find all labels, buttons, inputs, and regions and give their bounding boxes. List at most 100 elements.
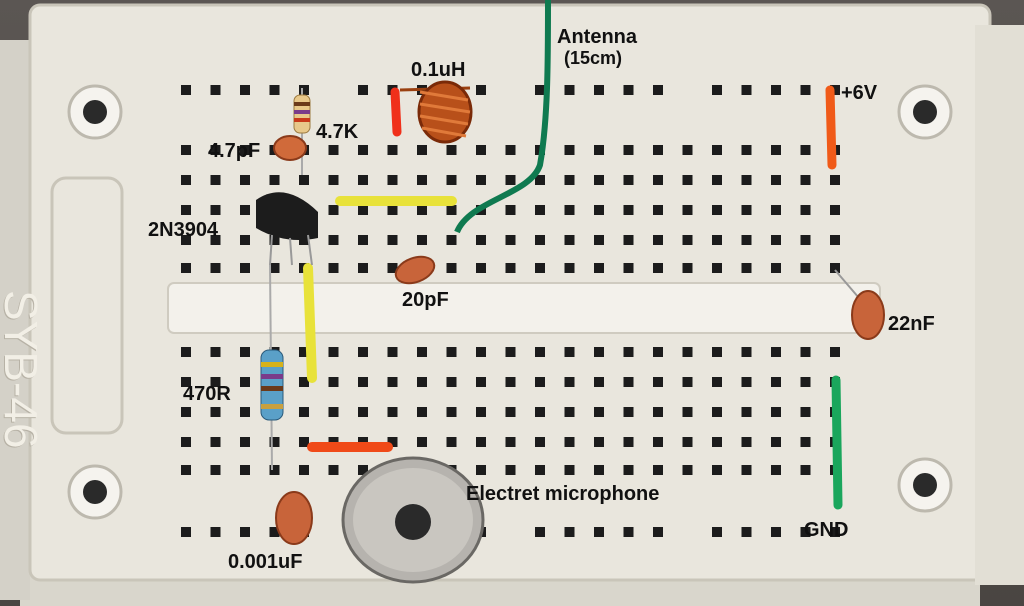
breadboard-hole: [712, 437, 722, 447]
breadboard-hole: [446, 205, 457, 215]
breadboard-hole: [476, 465, 486, 475]
breadboard-hole: [476, 347, 486, 357]
breadboard-hole: [830, 205, 840, 215]
breadboard-hole: [623, 235, 634, 245]
breadboard-hole: [623, 465, 634, 475]
breadboard-hole: [387, 235, 398, 245]
breadboard-hole: [771, 407, 781, 417]
breadboard-hole: [594, 465, 604, 475]
breadboard-hole: [210, 145, 221, 155]
breadboard-hole: [358, 235, 368, 245]
breadboard-hole: [210, 347, 221, 357]
breadboard-hole: [505, 437, 516, 447]
label-supply: +6V: [841, 82, 878, 104]
breadboard-hole: [358, 465, 368, 475]
breadboard-hole: [682, 145, 693, 155]
breadboard-hole: [181, 85, 191, 95]
breadboard-hole: [564, 377, 575, 387]
breadboard-hole: [800, 347, 811, 357]
breadboard-hole: [594, 263, 604, 273]
model-panel: [50, 176, 124, 435]
breadboard-hole: [771, 145, 781, 155]
breadboard-hole: [623, 205, 634, 215]
breadboard-hole: [800, 377, 811, 387]
breadboard-hole: [771, 205, 781, 215]
breadboard-hole: [653, 437, 663, 447]
breadboard-hole: [800, 527, 811, 537]
electret-microphone: [341, 456, 485, 584]
breadboard-hole: [269, 235, 280, 245]
center-channel: [167, 282, 881, 334]
cap-4-7pf-body: [273, 135, 307, 161]
breadboard-hole: [771, 235, 781, 245]
breadboard-hole: [771, 377, 781, 387]
breadboard-hole: [328, 175, 339, 185]
breadboard-hole: [299, 235, 309, 245]
breadboard-hole: [682, 465, 693, 475]
breadboard-hole: [505, 145, 516, 155]
board-left-edge: [0, 40, 30, 600]
label-antenna-length: (15cm): [564, 48, 623, 68]
breadboard-hole: [594, 527, 604, 537]
breadboard-hole: [594, 235, 604, 245]
breadboard-hole: [358, 347, 368, 357]
breadboard-hole: [771, 175, 781, 185]
breadboard-hole: [240, 235, 250, 245]
breadboard-hole: [240, 263, 250, 273]
breadboard-hole: [446, 145, 457, 155]
breadboard-hole: [741, 437, 752, 447]
breadboard-hole: [181, 175, 191, 185]
breadboard-hole: [505, 465, 516, 475]
breadboard-hole: [535, 437, 545, 447]
breadboard-hole: [328, 205, 339, 215]
breadboard-hole: [535, 235, 545, 245]
breadboard-hole: [771, 263, 781, 273]
breadboard-hole: [476, 85, 486, 95]
breadboard-hole: [358, 85, 368, 95]
breadboard-hole: [653, 85, 663, 95]
breadboard-hole: [476, 235, 486, 245]
resistor-470r: [260, 264, 284, 471]
breadboard-hole: [505, 347, 516, 357]
breadboard-hole: [712, 377, 722, 387]
breadboard-hole: [210, 437, 221, 447]
breadboard-hole: [535, 263, 545, 273]
breadboard-hole: [210, 85, 221, 95]
cap-22nf: [834, 269, 885, 340]
breadboard-hole: [210, 205, 221, 215]
breadboard-hole: [328, 235, 339, 245]
breadboard-hole: [476, 407, 486, 417]
cap-20pf-body: [394, 255, 436, 285]
breadboard-hole: [623, 407, 634, 417]
breadboard-hole: [594, 437, 604, 447]
breadboard-hole: [505, 407, 516, 417]
breadboard-hole: [387, 377, 398, 387]
breadboard-hole: [653, 527, 663, 537]
label-antenna: Antenna: [557, 26, 637, 48]
breadboard-hole: [830, 175, 840, 185]
resistor-4-7k: [293, 88, 311, 175]
breadboard-hole: [446, 235, 457, 245]
breadboard-hole: [535, 465, 545, 475]
inductor-coil: [399, 80, 473, 144]
yellow-jumper-vertical: [303, 263, 317, 383]
breadboard-hole: [328, 145, 339, 155]
breadboard-hole: [505, 205, 516, 215]
breadboard-hole: [623, 377, 634, 387]
breadboard-hole: [653, 377, 663, 387]
breadboard-hole: [535, 205, 545, 215]
breadboard-hole: [476, 377, 486, 387]
breadboard-hole: [712, 347, 722, 357]
green-jumper-ground: [831, 375, 843, 510]
breadboard-hole: [417, 145, 427, 155]
breadboard-hole: [181, 407, 191, 417]
breadboard-hole: [741, 85, 752, 95]
breadboard-hole: [564, 145, 575, 155]
breadboard-hole: [653, 263, 663, 273]
breadboard-hole: [269, 263, 280, 273]
breadboard-hole: [830, 85, 840, 95]
breadboard-hole: [387, 407, 398, 417]
breadboard-hole: [771, 465, 781, 475]
label-cap-bypass: 22nF: [888, 313, 935, 335]
